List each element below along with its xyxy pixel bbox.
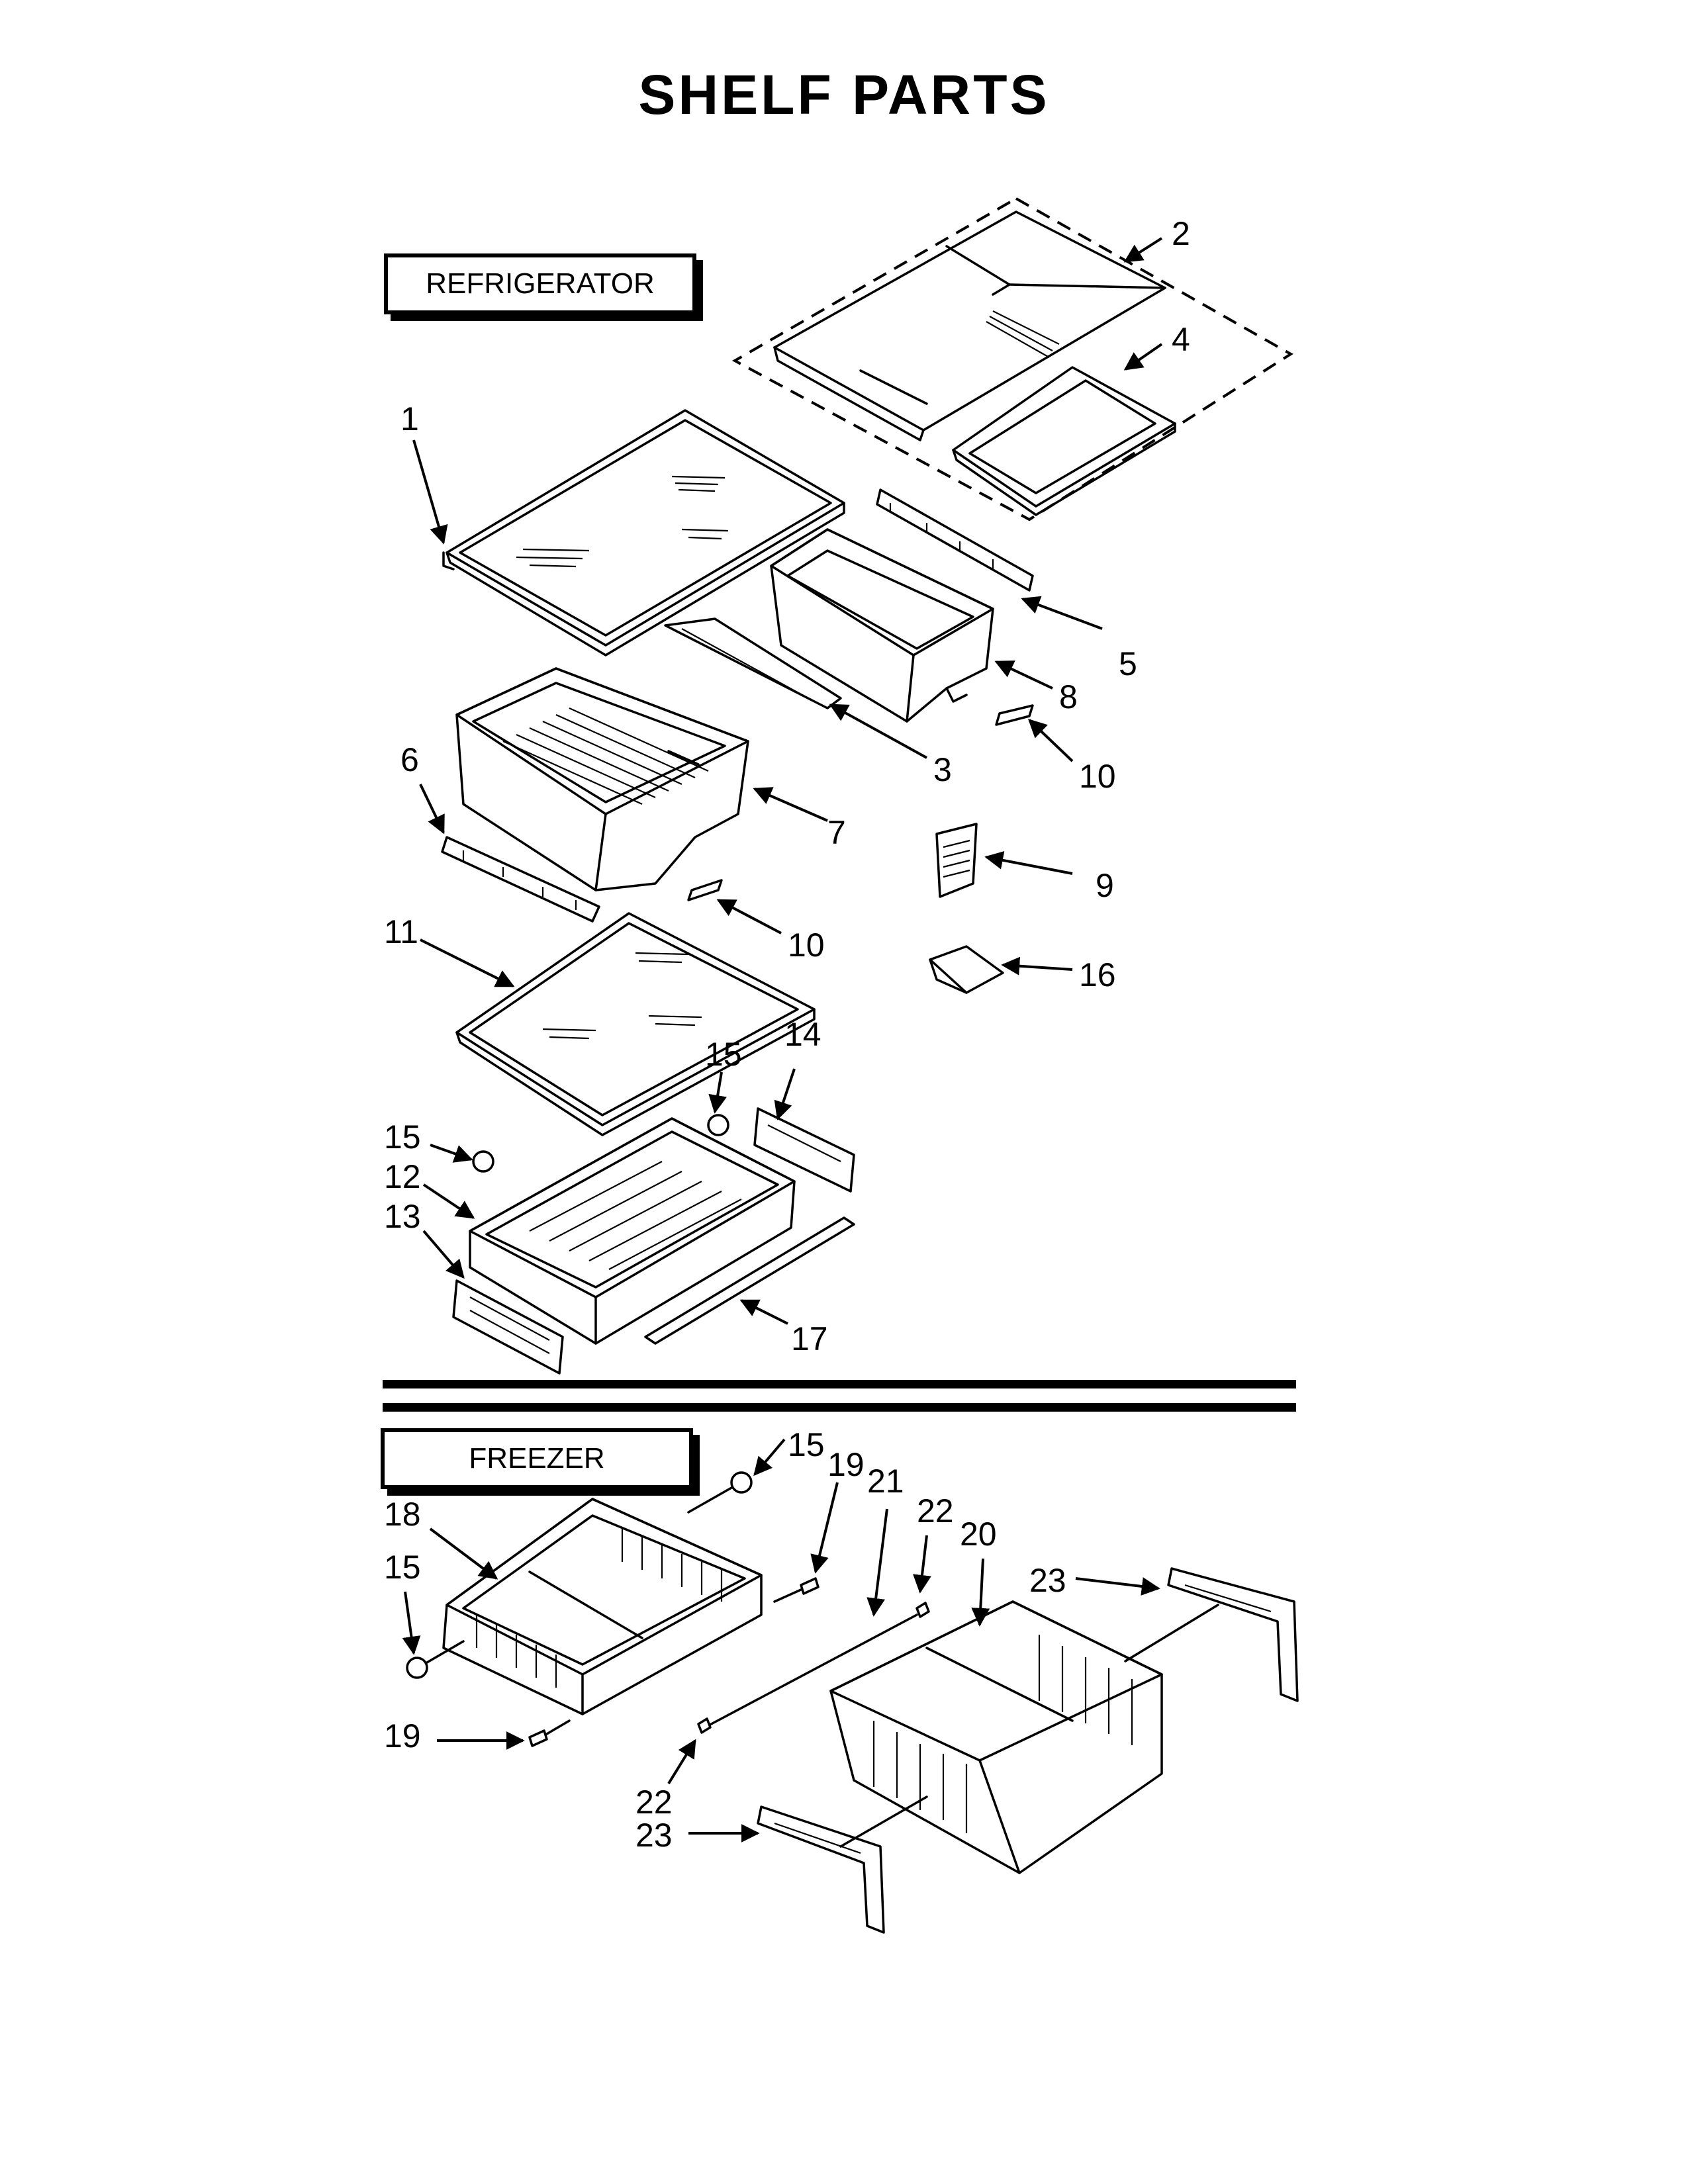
callout-1: 1	[400, 400, 419, 437]
part-5-shelf-rail	[876, 488, 1034, 592]
callout-15-d: 15	[384, 1549, 421, 1586]
callout-5: 5	[1119, 645, 1137, 682]
part-22-clip-b	[697, 1717, 712, 1734]
callout-3: 3	[933, 751, 952, 788]
part-15-roller-c	[730, 1471, 753, 1494]
callout-14: 14	[784, 1016, 821, 1053]
callout-11: 11	[384, 913, 418, 950]
callout-23-a: 23	[1029, 1562, 1066, 1599]
callout-16: 16	[1079, 956, 1116, 993]
part-14-bracket	[753, 1107, 855, 1193]
callout-20: 20	[960, 1516, 997, 1553]
shelf-assembly-dashed-group	[731, 197, 1293, 522]
callout-22-b: 22	[635, 1784, 673, 1821]
callout-7: 7	[827, 814, 846, 851]
callout-10-upper: 10	[1079, 758, 1116, 795]
part-23-slide-rail-lower	[757, 1805, 885, 1934]
part-2-shelf-assembly	[773, 210, 1166, 441]
part-10-drawer-slide-lower	[687, 879, 723, 901]
callout-6: 6	[400, 741, 419, 778]
refrigerator-section-label: REFRIGERATOR	[384, 253, 696, 314]
part-9-filter-cartridge	[935, 823, 978, 898]
part-23-slide-rail-upper	[1167, 1567, 1299, 1702]
callout-9: 9	[1096, 867, 1114, 904]
callout-4: 4	[1172, 321, 1190, 358]
part-19-screw-a	[773, 1577, 820, 1603]
callout-8: 8	[1059, 678, 1078, 715]
part-11-glass-shelf	[455, 912, 816, 1136]
section-divider-bottom	[383, 1403, 1296, 1412]
callout-15-b: 15	[384, 1118, 421, 1156]
part-15-roller-d	[406, 1657, 428, 1679]
part-15-roller-b	[472, 1150, 494, 1173]
part-22-clip-a	[915, 1602, 930, 1618]
part-13-front-panel	[452, 1279, 564, 1375]
leader-arrows	[402, 237, 1163, 1843]
part-10-drawer-slide-upper	[995, 704, 1034, 726]
callout-13: 13	[384, 1198, 421, 1235]
callout-12: 12	[384, 1158, 421, 1195]
callout-19-a: 19	[827, 1446, 865, 1483]
freezer-section-label: FREEZER	[381, 1428, 693, 1489]
callout-23-b: 23	[635, 1817, 673, 1854]
callout-18: 18	[384, 1496, 421, 1533]
part-12-pan	[469, 1117, 796, 1345]
part-19-screw-b	[528, 1719, 571, 1747]
callout-2: 2	[1172, 215, 1190, 252]
callout-15-a: 15	[705, 1036, 742, 1073]
section-divider-top	[383, 1380, 1296, 1388]
part-4-glass-insert	[952, 366, 1176, 516]
part-6-drawer-rail	[441, 836, 600, 923]
part-21-rod	[704, 1614, 918, 1729]
part-3-drawer-cover	[664, 617, 842, 709]
part-17-trim-strip	[644, 1216, 855, 1345]
part-20-lower-basket	[829, 1600, 1163, 1874]
callout-15-c: 15	[788, 1426, 825, 1463]
part-16-cover	[929, 945, 1004, 994]
callout-19-b: 19	[384, 1717, 421, 1754]
part-18-upper-basket	[442, 1498, 763, 1715]
lower-rail-link	[839, 1796, 928, 1848]
callout-22-a: 22	[917, 1492, 954, 1529]
callout-17: 17	[791, 1320, 828, 1357]
roller-d-axle	[426, 1640, 465, 1664]
page-title: SHELF PARTS	[638, 64, 1050, 126]
part-1-glass-shelf	[442, 409, 845, 657]
roller-c-axle	[687, 1486, 733, 1514]
part-7-crisper-drawer	[455, 667, 749, 891]
callout-10-lower: 10	[788, 927, 825, 964]
part-8-deli-drawer	[770, 528, 994, 723]
upper-rail-link	[1124, 1604, 1219, 1662]
part-15-roller-a	[707, 1114, 729, 1136]
callout-21: 21	[867, 1463, 904, 1500]
